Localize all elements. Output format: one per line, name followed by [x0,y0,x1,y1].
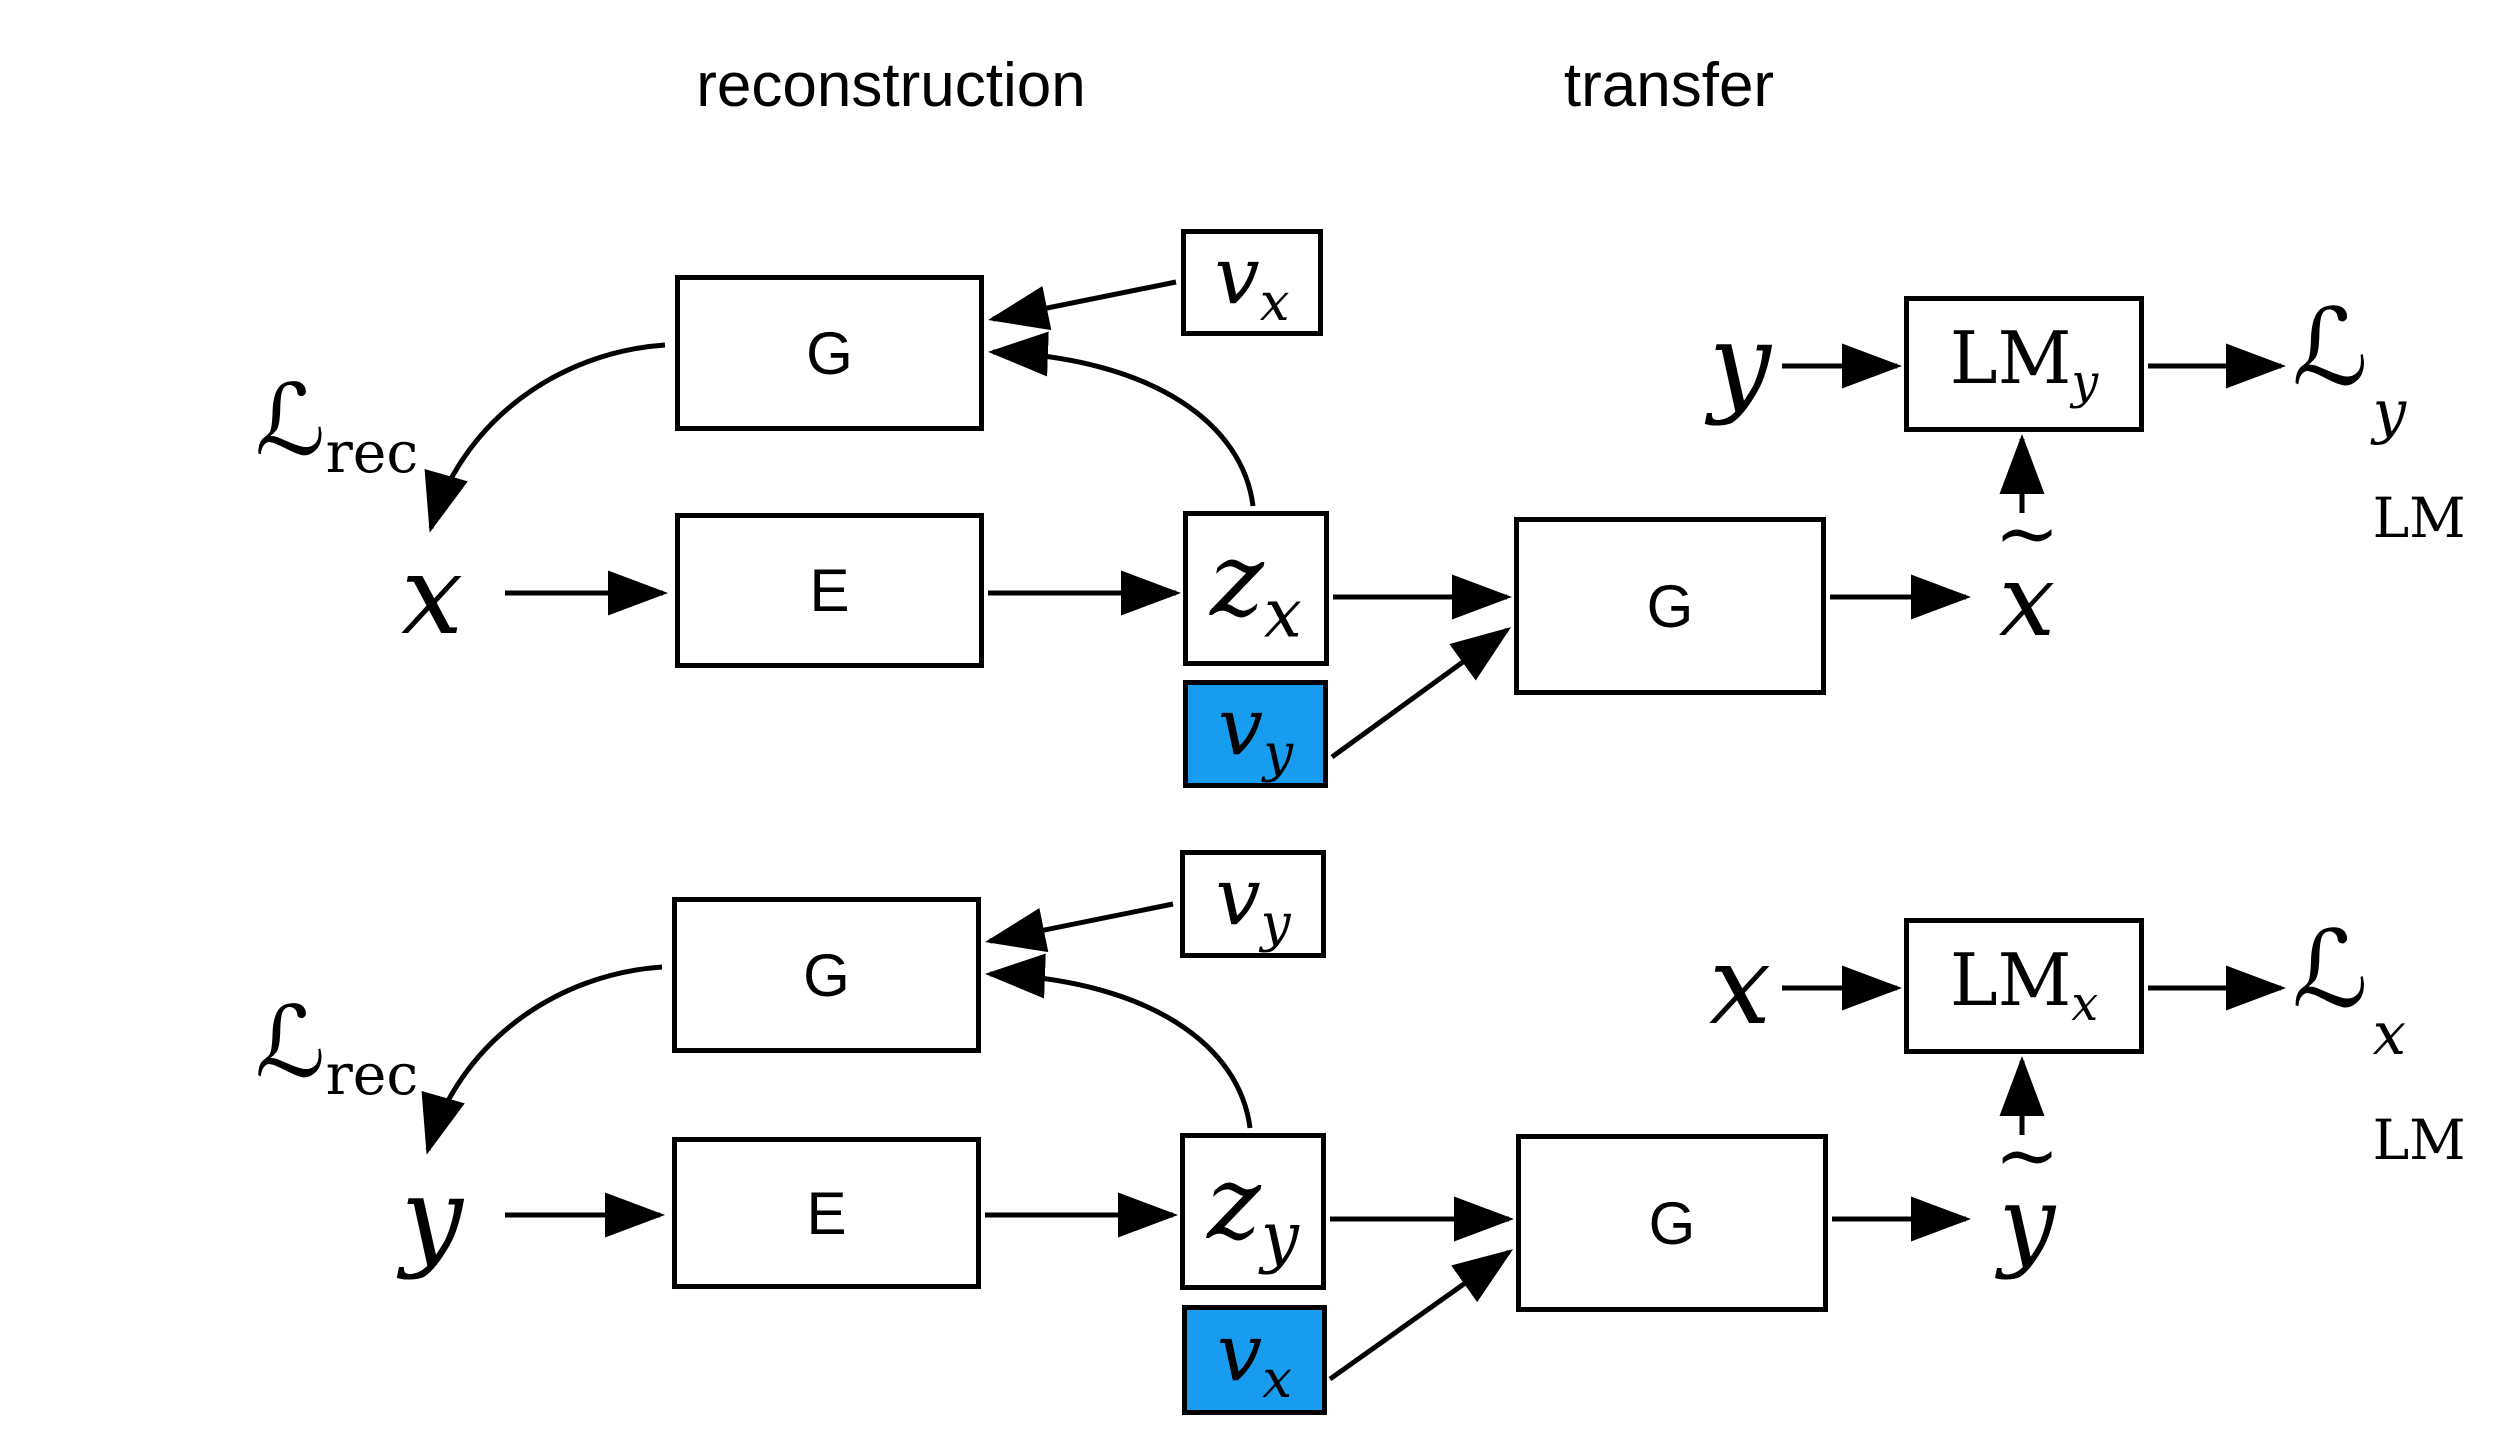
attribute-vx-box-top: vx [1181,229,1323,336]
lm-loss-base-top: ℒ [2292,286,2369,409]
transfer-generator-label-top: G [1646,572,1694,640]
vx-base: v [1214,228,1260,322]
vy-swap-base: v [1217,680,1264,774]
lm-loss-sub-bottom: LM [2372,1107,2466,1172]
rec-generator-label-top: G [806,319,853,387]
output-xtilde-label: ~ x [1977,495,2077,659]
arrow-vx-to-rec-g [988,279,1177,331]
output-ytilde-label: ~ y [1977,1117,2077,1281]
lm-y-base: LM [1949,315,2072,400]
attribute-vy-swap-label-top: vy [1218,687,1293,781]
lm-y-box: LMy [1904,296,2144,432]
vy-swap-sub: y [1263,723,1294,785]
lm-y-sub: y [2071,354,2099,410]
title-transfer: transfer [1563,51,1775,120]
arrow-vy-to-transfer-g [1330,627,1512,760]
ytilde-base: y [1998,1163,2056,1281]
encoder-label-top: E [809,557,850,624]
input-y-label: y [400,1153,464,1281]
encoder-box-top: E [675,513,984,668]
lm-loss-sup-top: y [2372,376,2407,446]
curve-lrec-to-y [421,964,663,1155]
title-reconstruction: reconstruction [696,51,1086,120]
lm-loss-base-bottom: ℒ [2292,908,2369,1031]
lm-x-label: LMx [1950,944,2098,1029]
rec-generator-box-top: G [675,275,984,431]
lm-loss-sup-bottom: x [2372,998,2407,1068]
lm-input-y-label: y [1708,299,1772,427]
attribute-vx-label-top: vx [1215,235,1290,333]
vy-base: v [1215,850,1261,944]
attribute-vy-label-bottom: vy [1215,857,1290,951]
transfer-generator-box-bottom: G [1516,1134,1828,1312]
latent-zy-box: zy [1180,1133,1326,1290]
latent-zx-label: zx [1210,529,1302,648]
encoder-label-bottom: E [806,1179,847,1247]
latent-zy-label: zy [1207,1152,1299,1271]
lm-x-base: LM [1949,937,2072,1022]
zy-sub: y [1260,1197,1299,1276]
vx-sub: x [1259,271,1290,333]
curve-lrec-to-x [424,342,666,533]
latent-zx-box: zx [1183,511,1329,666]
attribute-vy-swap-box-top: vy [1183,680,1328,788]
transfer-generator-label-bottom: G [1648,1189,1696,1257]
attribute-vx-swap-label-bottom: vx [1217,1313,1292,1407]
attribute-vy-box-bottom: vy [1180,850,1326,958]
input-x-label: x [400,531,464,659]
rec-generator-box-bottom: G [672,897,981,1053]
curve-zy-to-rec-g [985,953,1253,1129]
lm-input-x-label: x [1708,921,1772,1049]
vy-sub: y [1260,893,1291,955]
attribute-vx-swap-box-bottom: vx [1182,1305,1327,1415]
loss-rec-sub-bottom: rec [325,1042,419,1109]
loss-rec-label-top: ℒrec [255,372,418,482]
zy-base: z [1207,1143,1261,1263]
vx-swap-base: v [1217,1306,1263,1400]
rec-generator-label-bottom: G [803,941,850,1009]
lm-x-sub: x [2071,976,2099,1032]
vx-swap-sub: x [1262,1349,1292,1411]
loss-rec-sub-top: rec [325,420,419,487]
loss-rec-base-bottom: ℒ [255,986,326,1100]
xtilde-base: x [1998,541,2056,659]
arrow-vx-to-transfer-g [1328,1249,1514,1382]
encoder-box-bottom: E [672,1137,981,1289]
lm-loss-sub-top: LM [2372,485,2466,550]
lm-y-label: LMy [1950,322,2098,407]
arrow-vy-to-rec-g [985,901,1174,953]
curve-zx-to-rec-g [988,331,1256,507]
zx-base: z [1210,520,1264,640]
zx-sub: x [1263,574,1302,653]
loss-rec-base-top: ℒ [255,364,326,478]
transfer-generator-box-top: G [1514,517,1826,695]
loss-rec-label-bottom: ℒrec [255,994,418,1104]
lm-x-box: LMx [1904,918,2144,1054]
